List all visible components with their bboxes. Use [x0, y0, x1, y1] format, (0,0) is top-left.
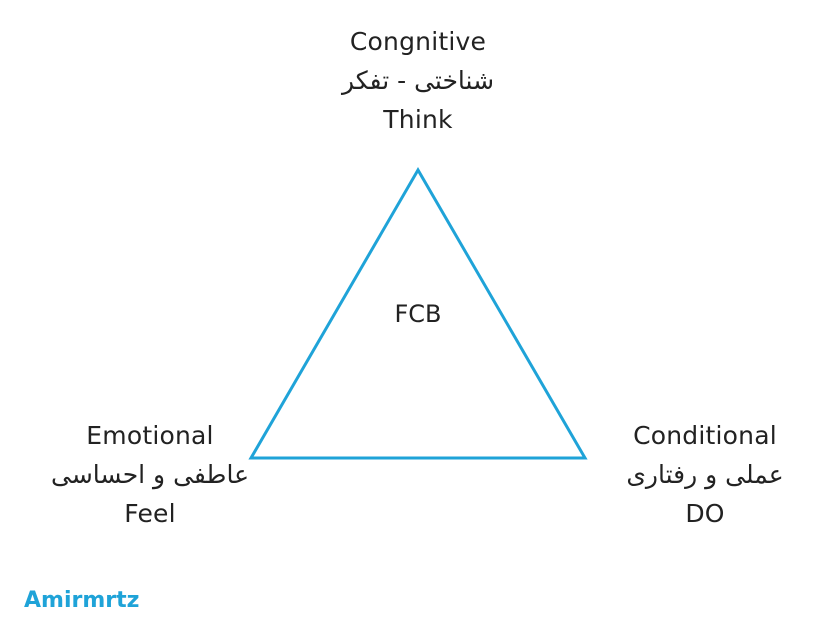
- center-label: FCB: [394, 300, 442, 328]
- conditional-english-label: Conditional: [633, 421, 777, 450]
- vertex-label-cognitive: Congnitive شناختی - تفکر Think: [318, 22, 518, 139]
- watermark: Amirmrtz: [24, 588, 140, 613]
- conditional-verb-label: DO: [685, 499, 725, 528]
- fcb-triangle: [248, 167, 588, 460]
- cognitive-persian-label: شناختی - تفکر: [341, 66, 495, 95]
- cognitive-english-label: Congnitive: [349, 27, 487, 56]
- emotional-english-label: Emotional: [86, 421, 214, 450]
- emotional-persian-label: عاطفی و احساسی: [51, 460, 249, 489]
- vertex-label-emotional: Emotional عاطفی و احساسی Feel: [50, 416, 250, 533]
- cognitive-verb-label: Think: [383, 105, 453, 134]
- emotional-verb-label: Feel: [124, 499, 176, 528]
- vertex-label-conditional: Conditional عملی و رفتاری DO: [605, 416, 805, 533]
- conditional-persian-label: عملی و رفتاری: [626, 460, 784, 489]
